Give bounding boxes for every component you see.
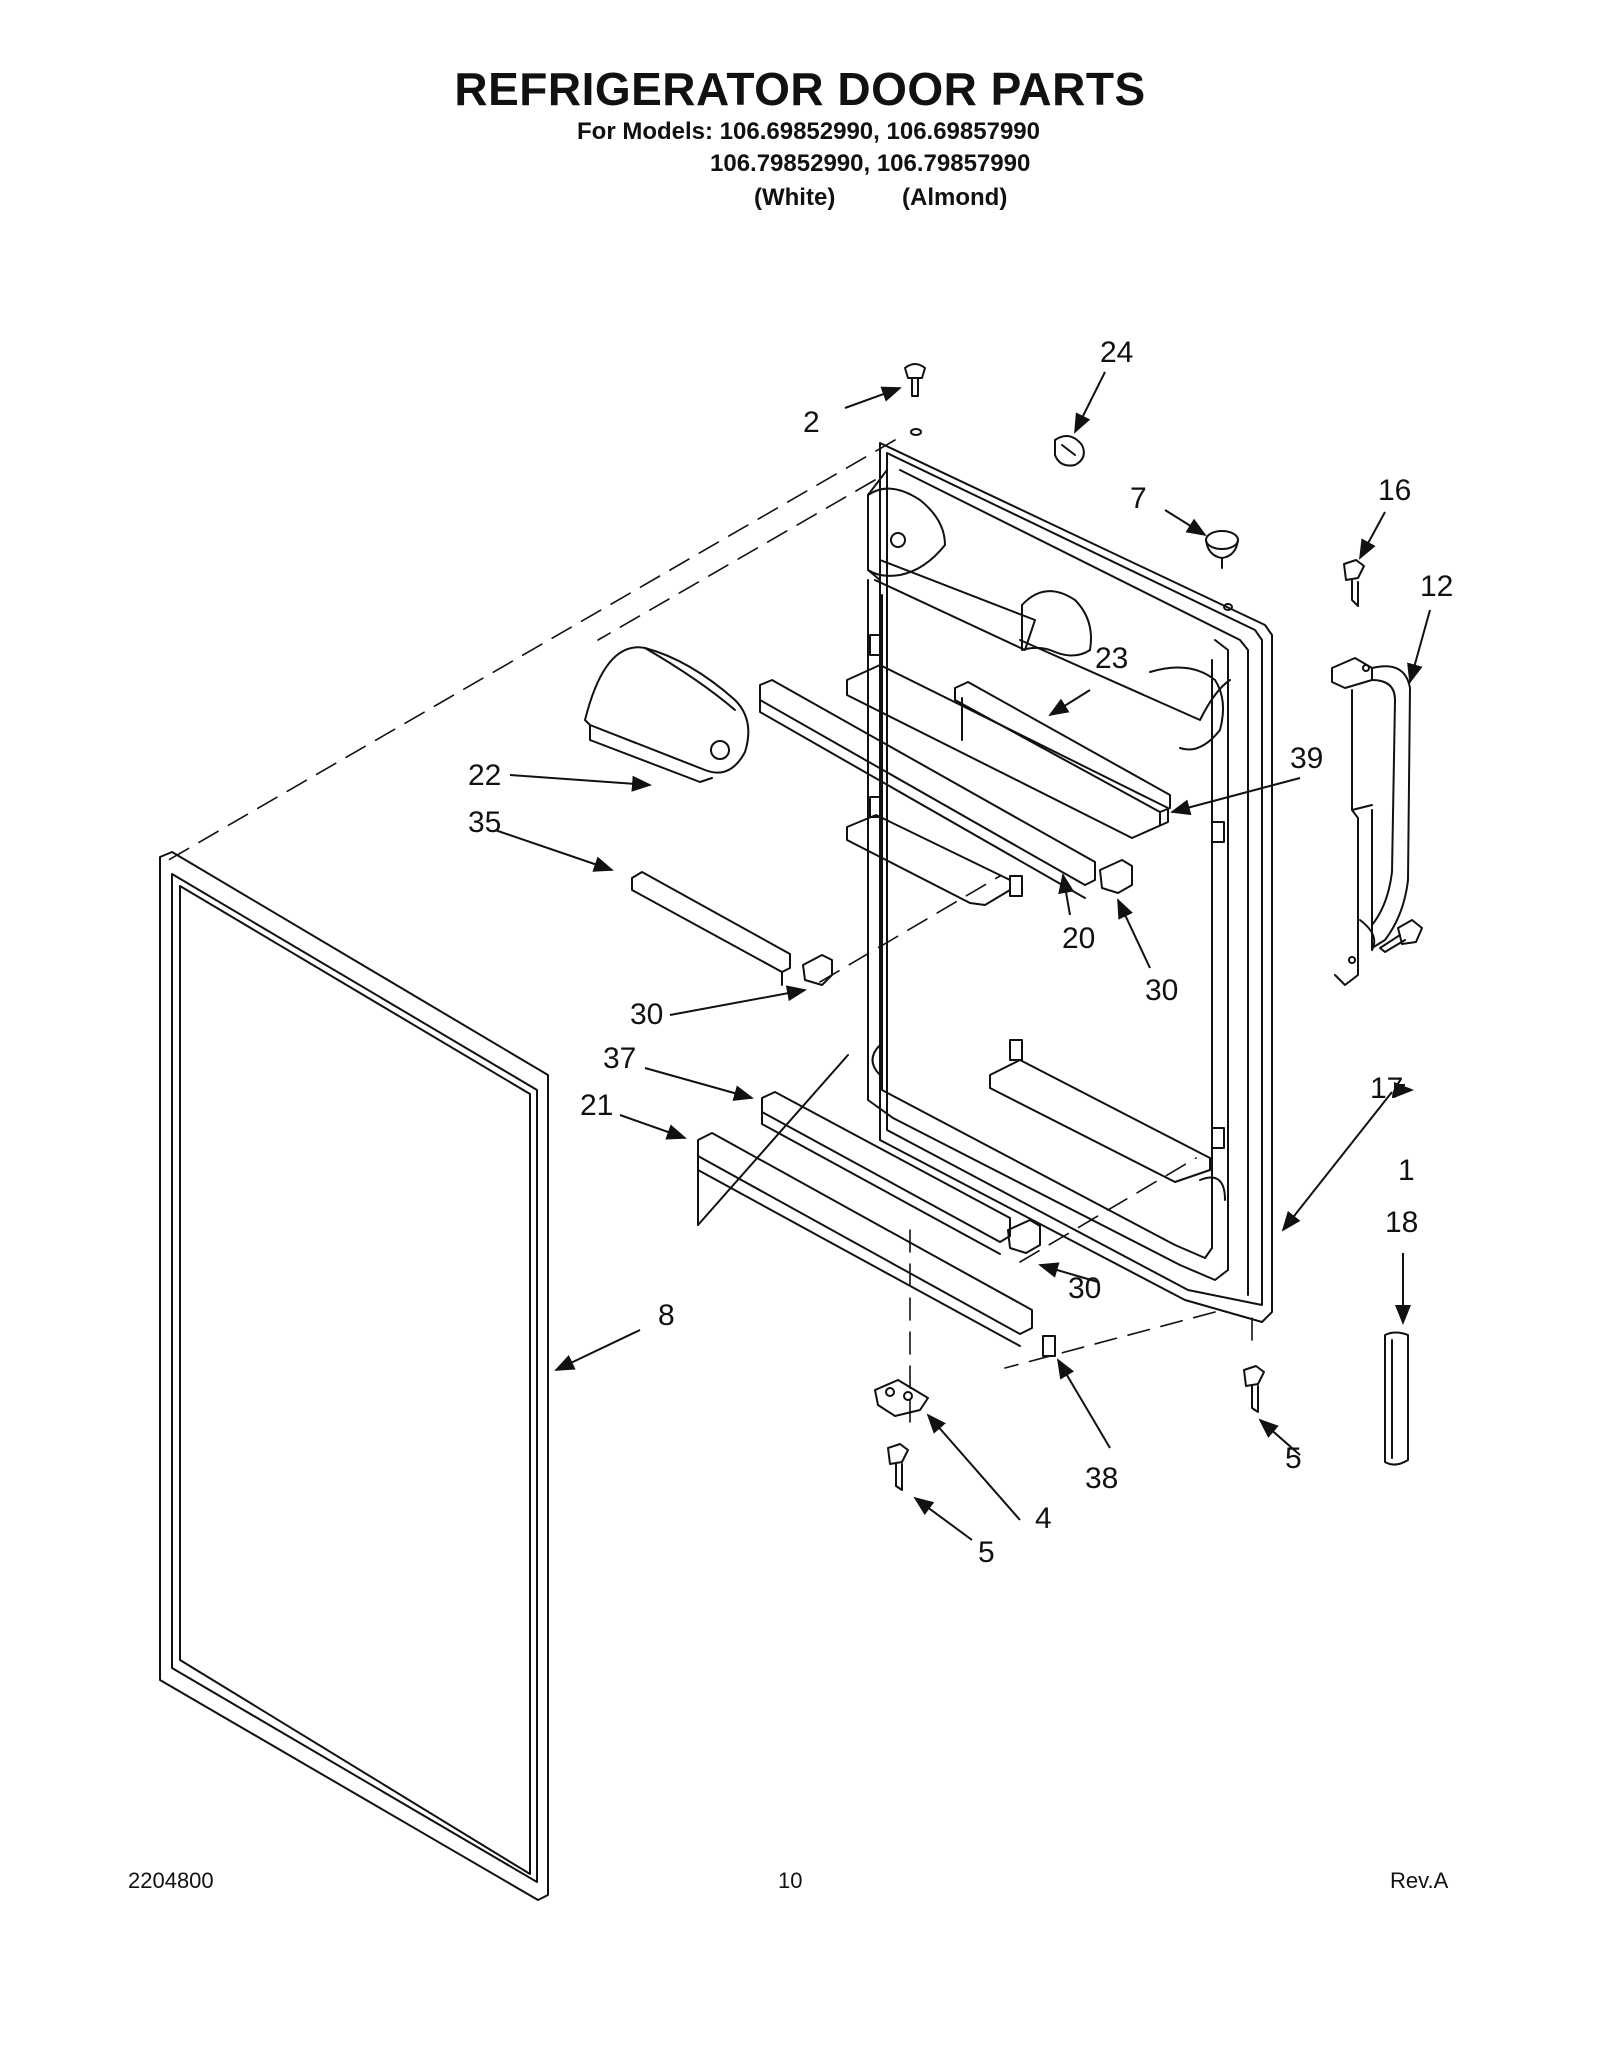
part-23-bar — [954, 681, 1171, 826]
callout-24: 24 — [1100, 336, 1133, 369]
part-30-clips — [802, 859, 1133, 1254]
part-7-plug — [1205, 530, 1239, 611]
callout-22: 22 — [468, 759, 501, 792]
part-5-screw-right — [1243, 1365, 1265, 1413]
callout-21: 21 — [580, 1089, 613, 1122]
callout-7: 7 — [1130, 482, 1147, 515]
revision: Rev.A — [1390, 1868, 1449, 1893]
callout-30-b: 30 — [630, 998, 663, 1031]
callout-39: 39 — [1290, 742, 1323, 775]
callout-16: 16 — [1378, 474, 1411, 507]
part-17-screw — [1379, 919, 1423, 953]
color-almond-label: (Almond) — [902, 184, 1008, 211]
callout-35: 35 — [468, 806, 501, 839]
callout-38: 38 — [1085, 1462, 1118, 1495]
callout-18: 18 — [1385, 1206, 1418, 1239]
door-shelves — [846, 634, 1226, 1201]
part-35-bar — [631, 871, 791, 986]
doc-number: 2204800 — [128, 1868, 214, 1893]
callout-8: 8 — [658, 1299, 675, 1332]
callout-37: 37 — [603, 1042, 636, 1075]
part-5-screw-lower — [887, 1443, 909, 1491]
callout-23: 23 — [1095, 642, 1128, 675]
callout-5-right: 5 — [1285, 1442, 1302, 1475]
part-21-bar — [697, 1054, 1033, 1347]
callout-30-a: 30 — [1145, 974, 1178, 1007]
part-16-screw — [1343, 559, 1365, 607]
callout-20: 20 — [1062, 922, 1095, 955]
models-line-1: For Models: 106.69852990, 106.69857990 — [577, 118, 1040, 145]
models-line-2: 106.79852990, 106.79857990 — [710, 150, 1031, 177]
callout-leaders — [494, 371, 1431, 1541]
color-white-label: (White) — [754, 184, 836, 211]
part-38-clip — [1042, 1335, 1056, 1357]
callout-1: 1 — [1398, 1154, 1415, 1187]
page-number: 10 — [778, 1868, 803, 1893]
part-22-bin — [584, 646, 750, 783]
callout-30-c: 30 — [1068, 1272, 1101, 1305]
callout-17: 17 — [1370, 1072, 1403, 1105]
part-20-bar — [759, 679, 1096, 899]
page-title: REFRIGERATOR DOOR PARTS — [454, 63, 1146, 115]
door-upper-bins — [867, 487, 1231, 751]
part-8-gasket — [159, 851, 549, 1901]
callout-4: 4 — [1035, 1502, 1052, 1535]
callout-2: 2 — [803, 406, 820, 439]
part-24-cap — [1054, 435, 1085, 467]
door-shell — [867, 442, 1273, 1323]
part-2-plug — [904, 363, 926, 436]
part-37-bar — [761, 1091, 1011, 1255]
part-4-hinge — [874, 1379, 929, 1417]
callout-5-lower: 5 — [978, 1536, 995, 1569]
callout-12: 12 — [1420, 570, 1453, 603]
part-12-handle — [1331, 657, 1411, 986]
part-18-trim — [1384, 1331, 1409, 1466]
